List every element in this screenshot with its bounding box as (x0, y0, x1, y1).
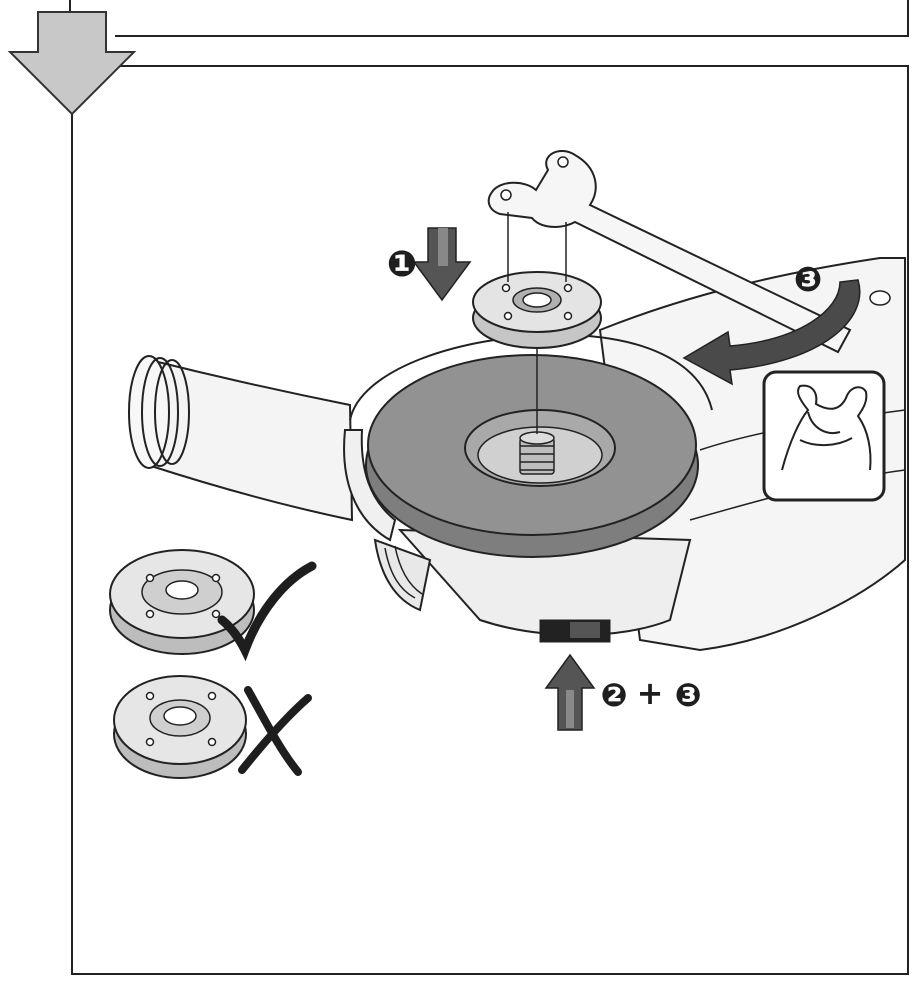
step-frame (71, 65, 909, 975)
check-icon (217, 561, 317, 662)
down-arrow-icon (7, 11, 137, 116)
previous-step-frame (69, 0, 909, 37)
step-2-up-arrow-icon (544, 653, 596, 731)
plus-sign: + (637, 674, 664, 712)
step-1-down-arrow-icon (412, 227, 472, 302)
flexed-arm-icon (762, 370, 886, 502)
step-3-marker: ❸ (794, 260, 823, 300)
step-1-marker: ❶ (387, 244, 417, 285)
cross-icon (238, 686, 312, 776)
incorrect-nut (113, 675, 247, 779)
step-3-second-marker: ❸ (674, 676, 701, 714)
gear-head (373, 528, 692, 643)
step-2-marker: ❷ (600, 676, 627, 714)
correct-nut (109, 549, 255, 655)
threaded-spindle (519, 345, 555, 475)
step-3-curved-arrow-icon (682, 279, 861, 386)
dust-hose (128, 355, 354, 522)
pin-wrench (487, 150, 852, 354)
clamping-nut (472, 271, 602, 349)
